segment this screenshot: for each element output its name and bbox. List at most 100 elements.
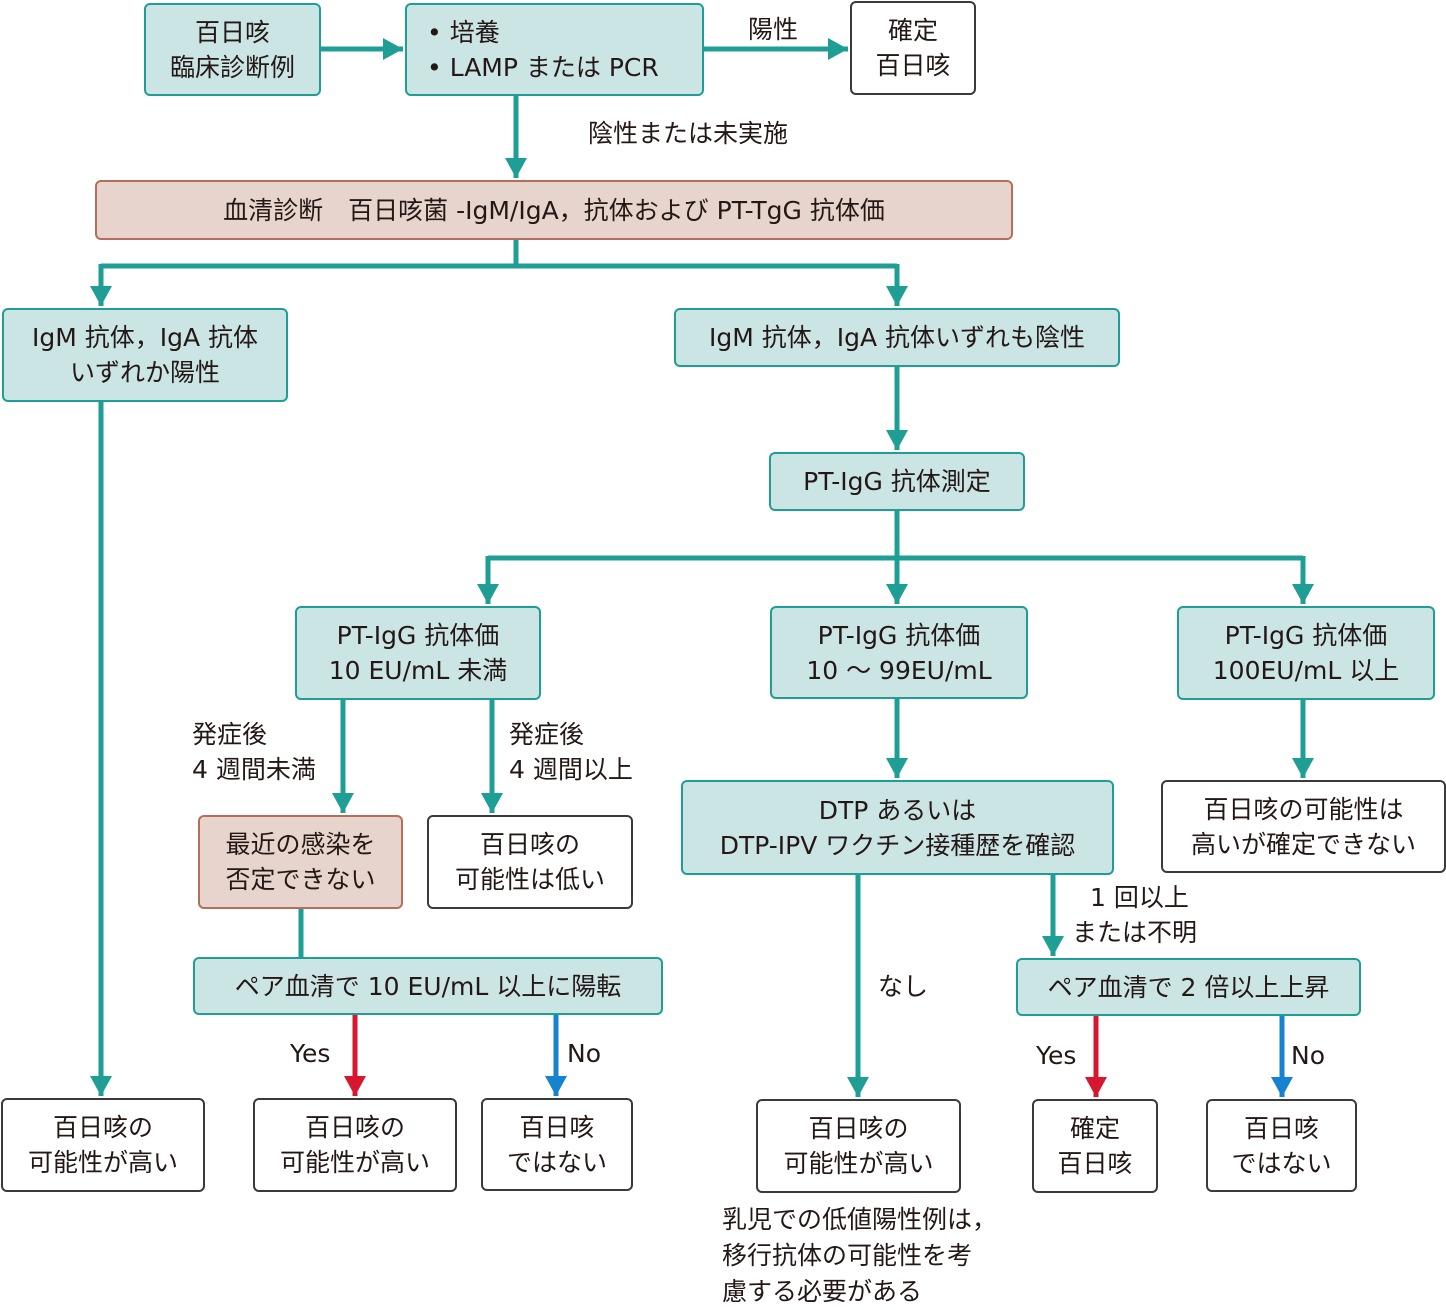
note-line: 乳児での低値陽性例は， — [722, 1205, 998, 1234]
arrow-to-ptigg-measure-arrowhead — [886, 430, 908, 450]
node-text: ペア血清で 2 倍以上上昇 — [1047, 972, 1330, 1002]
arrow-yes-2-arrowhead — [1085, 1077, 1107, 1097]
node-text: 否定できない — [225, 865, 376, 894]
node-text: 百日咳 — [519, 1112, 595, 1142]
label-yes-1: Yes — [290, 1039, 331, 1068]
node-recent-infection: 最近の感染を 否定できない — [198, 815, 403, 909]
node-outcome-no-not: 百日咳 ではない — [481, 1098, 633, 1191]
node-text: PT-IgG 抗体測定 — [803, 467, 991, 496]
label-text: 発症後 — [192, 720, 268, 749]
node-text: 可能性が高い — [27, 1148, 178, 1177]
node-text: 最近の感染を — [225, 830, 376, 859]
node-text: 百日咳の — [52, 1113, 153, 1142]
label-text: 4 週間以上 — [509, 755, 633, 784]
node-outcome-left-high: 百日咳の 可能性が高い — [1, 1098, 205, 1192]
node-igm-iga-positive: IgM 抗体，IgA 抗体 いずれか陽性 — [2, 308, 288, 402]
node-confirmed-top: 確定 百日咳 — [850, 1, 976, 95]
node-text: IgM 抗体，IgA 抗体 — [31, 323, 259, 352]
arrow-dtp-once-arrowhead — [1042, 936, 1064, 956]
label-text: 発症後 — [509, 720, 585, 749]
node-text: いずれか陽性 — [69, 358, 220, 387]
node-ptigg-mid: PT-IgG 抗体価 10 ～ 99EU/mL — [770, 606, 1028, 699]
node-text: 可能性が高い — [783, 1149, 934, 1178]
arrow-to-dtp-check-arrowhead — [886, 758, 908, 778]
arrow-clinical-to-tests-arrowhead — [383, 38, 403, 60]
note-line: 慮する必要がある — [722, 1277, 923, 1306]
node-igm-iga-negative: IgM 抗体，IgA 抗体いずれも陰性 — [674, 308, 1120, 367]
arrow-igm-positive-to-outcome-arrowhead — [90, 1076, 112, 1096]
label-no-2: No — [1291, 1041, 1325, 1070]
node-outcome-yes-high: 百日咳の 可能性が高い — [253, 1098, 457, 1192]
label-none: なし — [878, 972, 929, 1001]
node-text: 血清診断 百日咳菌 -IgM/IgA，抗体および PT-TgG 抗体価 — [223, 195, 885, 225]
node-text: 10 ～ 99EU/mL — [806, 655, 992, 685]
node-clinical-diagnosis: 百日咳 臨床診断例 — [144, 3, 321, 96]
node-text: • LAMP または PCR — [427, 52, 659, 82]
node-text: • 培養 — [427, 17, 500, 47]
node-ptigg-high: PT-IgG 抗体価 100EU/mL 以上 — [1177, 606, 1435, 700]
arrow-to-recent-infection-arrowhead — [332, 793, 354, 813]
node-outcome-confirmed: 確定 百日咳 — [1032, 1099, 1158, 1193]
label-onset-lt4: 発症後 4 週間未満 — [192, 717, 316, 787]
node-text: PT-IgG 抗体価 — [1224, 621, 1388, 650]
node-text: 確定 — [887, 16, 938, 45]
arrow-to-low-probability-arrowhead — [481, 793, 503, 813]
node-dtp-check: DTP あるいは DTP-IPV ワクチン接種歴を確認 — [681, 780, 1114, 875]
node-text: 百日咳 — [1057, 1149, 1133, 1178]
label-no-1: No — [567, 1039, 601, 1068]
node-high-not-confirmed: 百日咳の可能性は 高いが確定できない — [1161, 780, 1446, 873]
label-yes-2: Yes — [1036, 1041, 1077, 1070]
note-infant-maternal-antibody: 乳児での低値陽性例は， 移行抗体の可能性を考 慮する必要がある — [722, 1202, 997, 1310]
label-text: 4 週間未満 — [192, 755, 316, 784]
node-text: ではない — [1231, 1148, 1332, 1178]
node-text: DTP あるいは — [818, 795, 977, 825]
arrow-to-ptigg-mid-arrowhead — [886, 584, 908, 604]
arrow-to-ptigg-low-arrowhead — [477, 584, 499, 604]
node-low-probability: 百日咳の 可能性は低い — [427, 815, 633, 909]
arrow-no-2-arrowhead — [1271, 1077, 1293, 1097]
node-outcome-none-high: 百日咳の 可能性が高い — [756, 1099, 961, 1193]
label-text: 1 回以上 — [1090, 883, 1189, 912]
node-text: 可能性は低い — [454, 865, 605, 894]
node-outcome-not: 百日咳 ではない — [1206, 1099, 1357, 1192]
node-ptigg-measure: PT-IgG 抗体測定 — [769, 452, 1025, 511]
node-text: 100EU/mL 以上 — [1212, 656, 1400, 685]
node-serology: 血清診断 百日咳菌 -IgM/IgA，抗体および PT-TgG 抗体価 — [95, 180, 1013, 240]
node-text: 百日咳の — [304, 1113, 405, 1142]
arrow-dtp-none-arrowhead — [847, 1077, 869, 1097]
arrow-to-high-not-confirmed-arrowhead — [1292, 758, 1314, 778]
node-text: 可能性が高い — [279, 1148, 430, 1177]
node-text: 百日咳の — [808, 1114, 909, 1143]
node-text: 臨床診断例 — [169, 52, 295, 82]
label-onset-ge4: 発症後 4 週間以上 — [509, 717, 633, 787]
node-text: DTP-IPV ワクチン接種歴を確認 — [719, 830, 1076, 860]
node-ptigg-low: PT-IgG 抗体価 10 EU/mL 未満 — [295, 606, 541, 700]
node-text: ではない — [506, 1147, 607, 1177]
label-negative-or-not-done: 陰性または未実施 — [588, 119, 789, 148]
node-text: 高いが確定できない — [1190, 829, 1416, 859]
node-text: PT-IgG 抗体価 — [817, 620, 981, 650]
node-culture-pcr: • 培養 • LAMP または PCR — [405, 3, 704, 96]
note-line: 移行抗体の可能性を考 — [722, 1241, 973, 1270]
node-text: IgM 抗体，IgA 抗体いずれも陰性 — [708, 323, 1086, 352]
node-text: 百日咳 — [875, 51, 951, 80]
node-text: PT-IgG 抗体価 — [336, 621, 500, 650]
node-text: 百日咳の — [479, 830, 580, 859]
arrow-to-igm-positive-arrowhead — [90, 286, 112, 306]
label-text: または不明 — [1072, 918, 1198, 947]
node-text: 確定 — [1069, 1114, 1120, 1143]
arrow-tests-to-serology-arrowhead — [505, 158, 527, 178]
arrow-to-ptigg-high-arrowhead — [1292, 584, 1314, 604]
node-paired-2x: ペア血清で 2 倍以上上昇 — [1016, 958, 1361, 1016]
label-positive: 陽性 — [748, 15, 799, 44]
arrow-tests-to-confirmed-arrowhead — [828, 38, 848, 60]
node-paired-10eu: ペア血清で 10 EU/mL 以上に陽転 — [193, 957, 663, 1015]
node-text: 百日咳 — [194, 17, 270, 47]
node-text: 10 EU/mL 未満 — [328, 656, 508, 685]
label-once-or-unknown: 1 回以上 または不明 — [1072, 880, 1197, 950]
arrow-yes-1-arrowhead — [344, 1076, 366, 1096]
node-text: 百日咳の可能性は — [1203, 794, 1404, 824]
node-text: ペア血清で 10 EU/mL 以上に陽転 — [234, 971, 622, 1001]
node-text: 百日咳 — [1243, 1113, 1319, 1143]
